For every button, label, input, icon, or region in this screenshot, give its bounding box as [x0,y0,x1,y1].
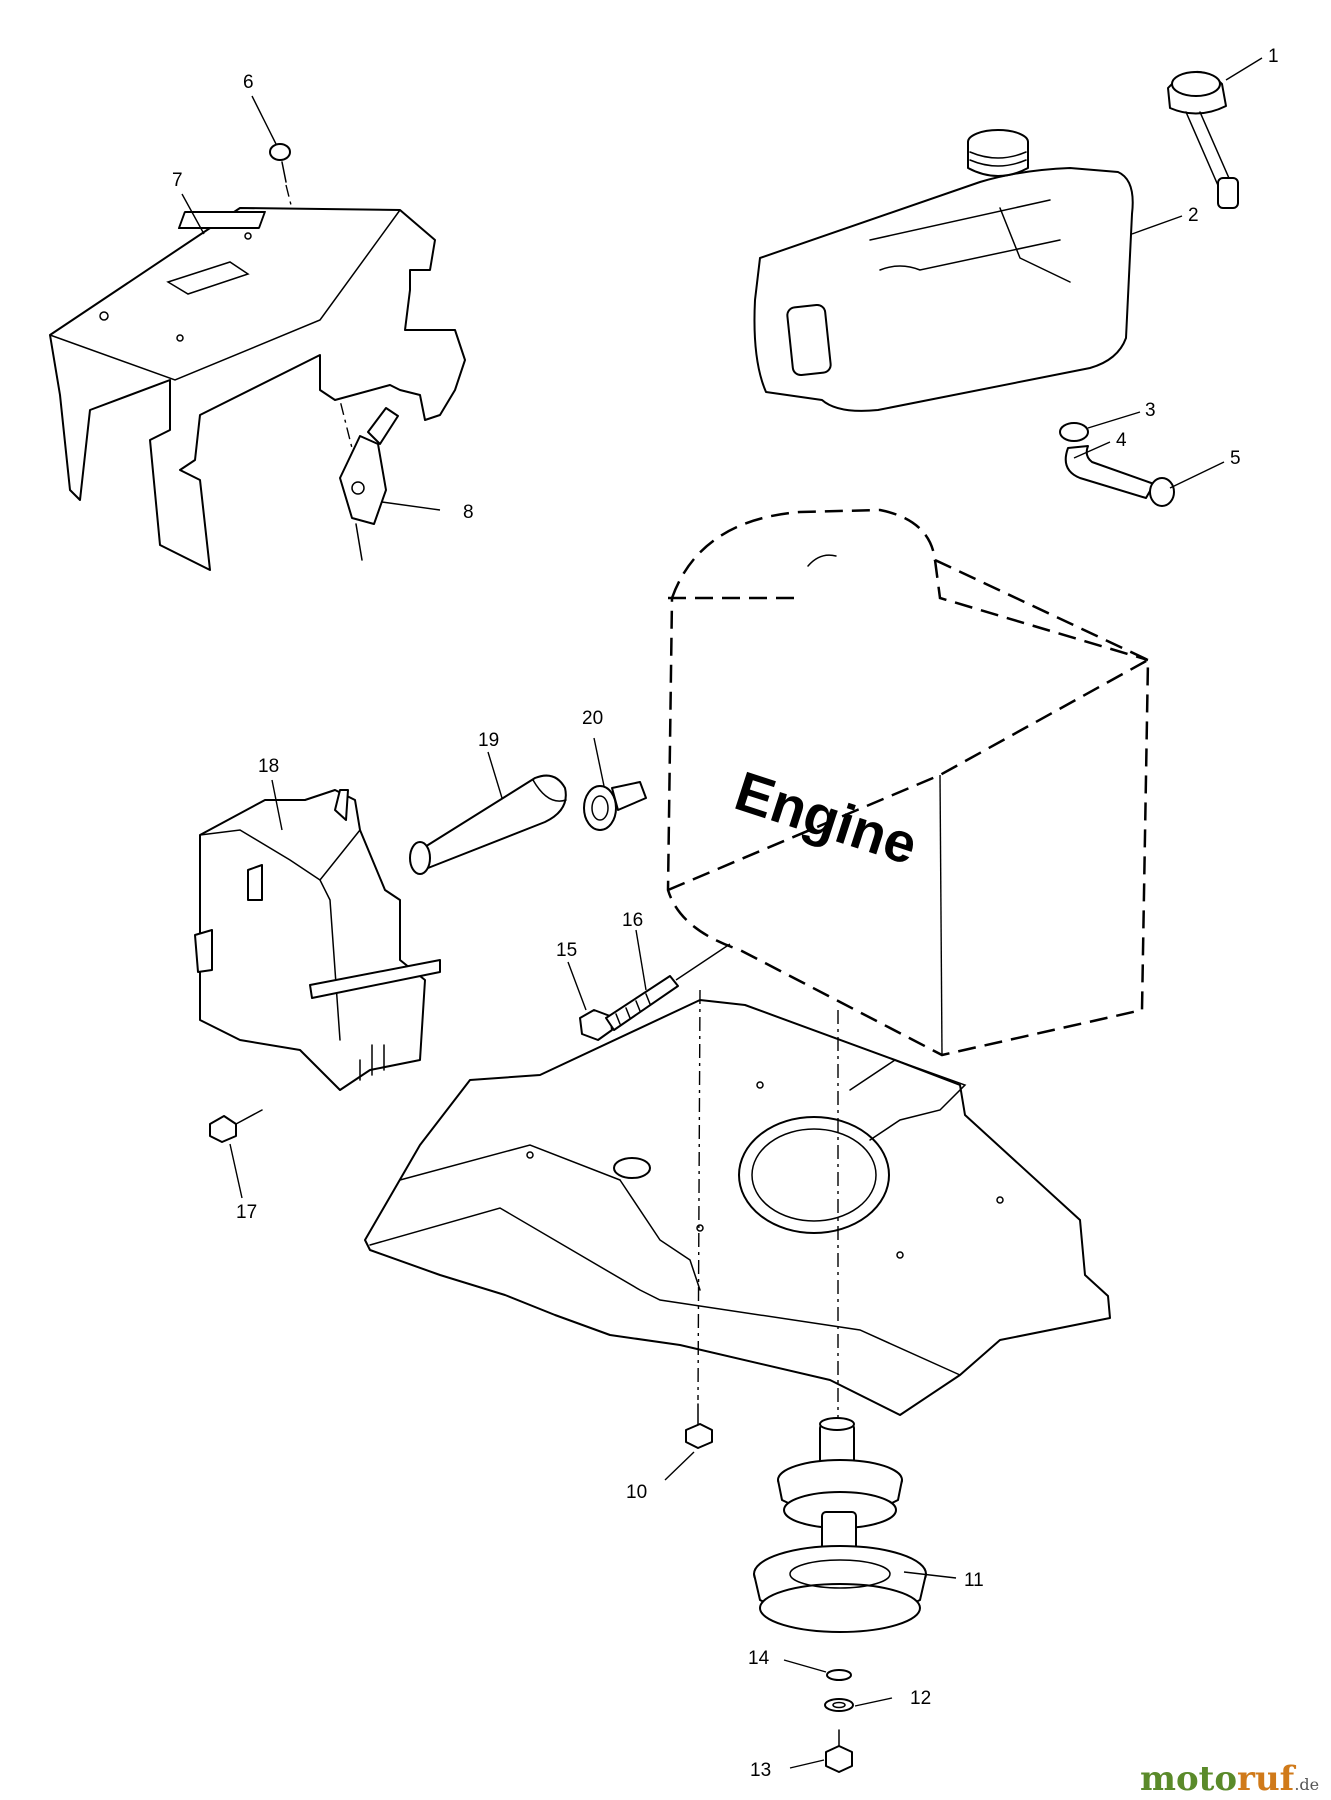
callout-1: 1 [1268,46,1279,67]
lock-washer-part-12 [824,1698,854,1712]
dash-panel-part-7 [49,207,466,571]
callout-6: 6 [243,72,254,93]
callout-5: 5 [1230,448,1241,469]
fuel-tank-part-2 [753,129,1134,412]
callout-19: 19 [478,730,499,751]
fuel-cap-part-1 [1167,70,1239,209]
callout-16: 16 [622,910,643,931]
callout-15: 15 [556,940,577,961]
callout-12: 12 [910,1688,931,1709]
heat-shield-part-18 [194,789,441,1091]
callout-8: 8 [463,502,474,523]
svg-text:motoruf.de: motoruf.de [1140,1759,1319,1799]
fuel-hose-assembly-parts-3-4-5 [1059,422,1175,507]
callout-18: 18 [258,756,279,777]
callout-13: 13 [750,1760,771,1781]
callout-14: 14 [748,1648,770,1669]
callout-4: 4 [1116,430,1127,451]
callout-11: 11 [964,1570,984,1591]
callout-numbers: 1 2 3 4 5 6 7 8 10 11 12 13 14 15 16 17 … [172,46,1279,1781]
hose-clamp-part-20 [583,781,647,831]
washer-part-14 [826,1669,852,1681]
callout-3: 3 [1145,400,1156,421]
bolt-part-13 [825,1729,853,1773]
bolt-part-17 [209,1109,263,1143]
engine-label: Engine [728,759,925,877]
stud-part-16 [605,975,679,1031]
hose-part-19 [409,774,567,875]
watermark-part-c: .de [1294,1775,1319,1794]
callout-17: 17 [236,1202,257,1223]
callout-10: 10 [626,1482,647,1503]
nut-part-15 [579,1009,613,1041]
bolt-part-10 [685,1403,713,1449]
pulley-part-11 [753,1417,927,1633]
leader-lines [181,57,1263,1769]
callout-7: 7 [172,170,183,191]
watermark-part-a: moto [1140,1759,1237,1799]
motoruf-watermark: motoruf.de [1140,1759,1319,1799]
engine-outline [666,508,1150,1057]
screw-part-6 [269,143,291,183]
frame [364,999,1111,1416]
callout-20: 20 [582,708,603,729]
throttle-lever-part-8 [339,407,399,561]
watermark-part-b: ruf [1237,1759,1297,1799]
callout-2: 2 [1188,205,1199,226]
